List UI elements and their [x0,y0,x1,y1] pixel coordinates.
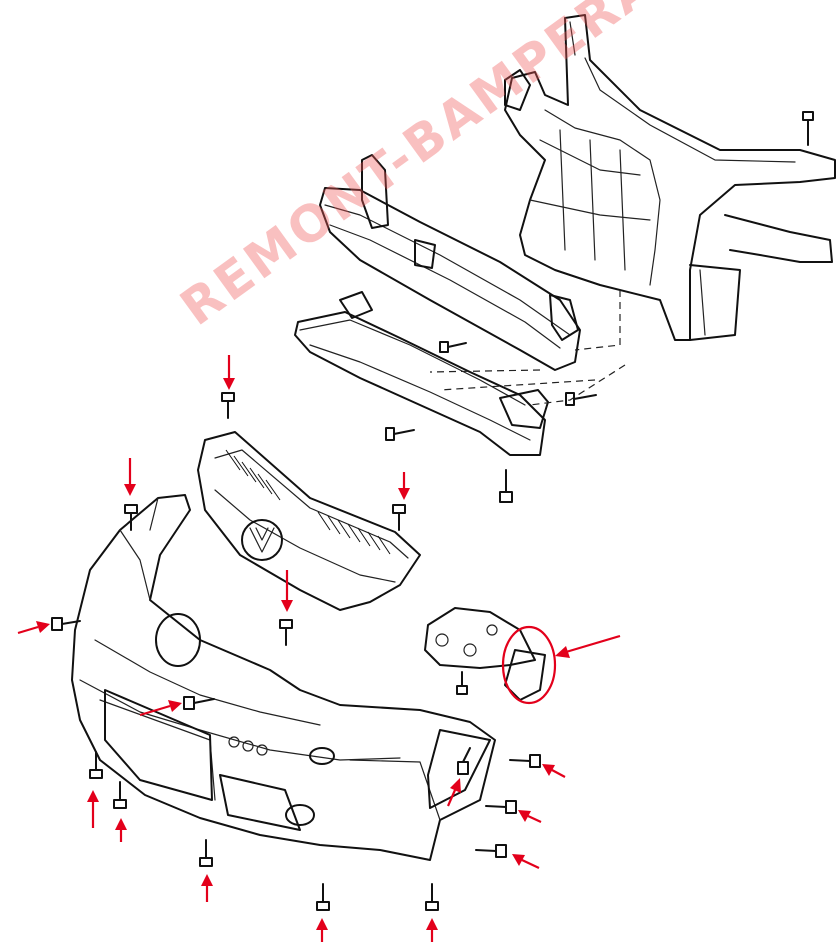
bolt-icon [565,392,597,406]
arrow-icon [281,570,293,612]
screw-icon [456,671,468,695]
fasteners [51,111,814,911]
arrow-icon [512,854,540,869]
arrow-icon [426,918,438,942]
screw-icon [124,504,138,531]
grille-upper-slats [225,449,391,555]
arrow-icon [316,918,328,942]
arrow-icon [17,621,50,635]
fog-light-opening [285,804,315,826]
screw-icon [392,504,406,531]
screw-icon [51,617,81,631]
arrow-icon [139,700,182,717]
screw-icon [316,883,330,911]
lower-grille-left [104,689,213,801]
screw-icon [425,883,439,911]
assembly-guide-lines [429,290,626,406]
arrow-icon [518,810,542,823]
washer-cover [309,747,335,765]
arrow-icon [124,458,136,496]
screw-icon [457,747,471,775]
radiator-support-frame [504,14,836,341]
bolt-icon [499,469,513,503]
red-arrows [17,355,621,942]
radiator-grille [197,431,421,611]
vw-emblem [241,519,283,561]
impact-absorber [294,291,549,456]
arrow-icon [115,818,127,842]
screw-icon [89,751,103,779]
screw-icon [485,800,517,814]
arrow-icon [446,778,461,807]
arrow-icon [87,790,99,828]
front-bumper-cover [71,494,496,861]
screw-icon [199,839,213,867]
arrow-icon [223,355,235,390]
arrow-icon [201,874,213,902]
lower-grille-center [219,774,301,831]
bolt-icon [439,341,467,353]
side-bracket [427,729,491,809]
arrow-icon [542,764,566,778]
screw-icon [509,754,541,768]
arrow-icon [398,472,410,500]
screw-icon [475,844,507,858]
screw-icon [183,696,215,710]
screw-icon [221,392,235,419]
bumper-guide-bracket [424,607,546,701]
bumper-reinforcement-beam [319,154,581,371]
screw-icon [279,619,293,646]
highlight-circle [501,625,557,705]
screw-icon [113,781,127,809]
arrow-icon [555,634,621,658]
bolt-icon [802,111,814,146]
tow-eye-opening [155,613,201,667]
bolt-icon [385,427,415,441]
